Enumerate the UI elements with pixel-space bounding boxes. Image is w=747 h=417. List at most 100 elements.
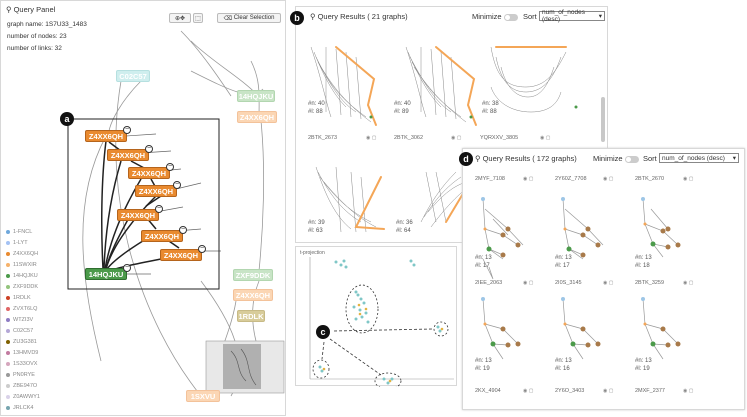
minimize-label: Minimize bbox=[472, 12, 502, 21]
result-b-card-3-name: YQRXXV_3805 bbox=[480, 135, 519, 141]
legend-dot bbox=[6, 252, 10, 256]
collapse-icon[interactable]: − bbox=[179, 226, 187, 234]
query-panel-title: ⚲ Query Panel bbox=[6, 5, 56, 14]
select-tool-button[interactable]: ⬚ bbox=[193, 13, 203, 23]
minimize-toggle[interactable] bbox=[625, 156, 639, 163]
clear-selection-button[interactable]: ⌫ Clear Selection bbox=[217, 13, 281, 23]
node-14hqjku[interactable]: 14HQJKU bbox=[85, 268, 127, 280]
result-b-card-1-stats: #n: 40#l: 88 bbox=[308, 101, 325, 115]
legend-item[interactable]: ZU3G381 bbox=[6, 339, 37, 345]
node-c02c57[interactable]: C02C57 bbox=[116, 70, 150, 82]
legend-item[interactable]: WTZI3V bbox=[6, 317, 33, 323]
collapse-icon[interactable]: − bbox=[123, 264, 131, 272]
node-z4xx6qh-5[interactable]: Z4XX6QH bbox=[117, 209, 159, 221]
sort-select[interactable]: num_of_nodes (desc)▾ bbox=[539, 9, 605, 23]
sort-label: Sort bbox=[523, 12, 537, 21]
card-controls[interactable]: ◉ ▢ bbox=[523, 388, 534, 394]
collapse-icon[interactable]: − bbox=[145, 145, 153, 153]
minimize-toggle[interactable] bbox=[504, 14, 518, 21]
result-d-card-9-name: 2MXF_2377 bbox=[635, 388, 665, 394]
result-d-card-8-name: 2Y6O_3403 bbox=[555, 388, 585, 394]
result-d-card-2-name: 2Y60Z_7708 bbox=[555, 176, 587, 182]
legend-item[interactable]: ZBE947O bbox=[6, 383, 37, 389]
result-d-card-4-stats: #n: 13#l: 19 bbox=[475, 358, 492, 372]
result-d-card-5-stats: #n: 13#l: 16 bbox=[555, 358, 572, 372]
query-panel: ⚲ Query Panel graph name: 1S7U33_1483 nu… bbox=[0, 0, 286, 416]
legend-dot bbox=[6, 373, 10, 377]
card-controls[interactable]: ◉ ▢ bbox=[603, 176, 614, 182]
search-icon: ⚲ bbox=[6, 5, 12, 14]
search-icon: ⚲ bbox=[475, 154, 481, 163]
query-results-panel-d: ⚲ Query Results ( 172 graphs) Minimize S… bbox=[459, 148, 745, 410]
node-z4xx6qh-4[interactable]: Z4XX6QH bbox=[135, 185, 177, 197]
chevron-down-icon: ▾ bbox=[598, 13, 602, 20]
result-d-card-5-name: 2I0S_3145 bbox=[555, 280, 582, 286]
legend-dot bbox=[6, 230, 10, 234]
node-14hqjku-context[interactable]: 14HQJKU bbox=[237, 90, 275, 102]
card-controls[interactable]: ◉ ▢ bbox=[683, 176, 694, 182]
node-z4xx6qh-6[interactable]: Z4XX6QH bbox=[141, 230, 183, 242]
card-controls[interactable]: ◉ ▢ bbox=[451, 135, 462, 141]
result-b-card-5-stats: #n: 36#l: 64 bbox=[396, 220, 413, 234]
card-controls[interactable]: ◉ ▢ bbox=[523, 176, 534, 182]
card-controls[interactable]: ◉ ▢ bbox=[540, 135, 551, 141]
legend-item[interactable]: 14HQJKU bbox=[6, 273, 38, 279]
label-c-badge: c bbox=[316, 325, 330, 339]
legend-dot bbox=[6, 263, 10, 267]
legend-item[interactable]: ZXF9DDK bbox=[6, 284, 38, 290]
legend-item[interactable]: JRLCK4 bbox=[6, 405, 33, 411]
card-controls[interactable]: ◉ ▢ bbox=[366, 135, 377, 141]
result-d-thumbnails bbox=[481, 197, 681, 360]
node-zxf9ddk-context[interactable]: ZXF9DDK bbox=[233, 269, 273, 281]
node-z4xx6qh-3[interactable]: Z4XX6QH bbox=[128, 167, 170, 179]
eraser-icon: ⌫ bbox=[223, 15, 233, 22]
node-z4xx6qh-context[interactable]: Z4XX6QH bbox=[237, 111, 277, 123]
node-1sxvu-context[interactable]: 1SXVU bbox=[186, 390, 220, 402]
card-controls[interactable]: ◉ ▢ bbox=[683, 388, 694, 394]
legend-dot bbox=[6, 384, 10, 388]
projection-panel: t-projection c bbox=[295, 246, 458, 387]
legend-item[interactable]: 11SWXIR bbox=[6, 262, 37, 268]
legend-item[interactable]: Z0AWWY1 bbox=[6, 394, 40, 400]
collapse-icon[interactable]: − bbox=[198, 245, 206, 253]
legend-item[interactable]: 13HMVD9 bbox=[6, 350, 38, 356]
projection-label: t-projection bbox=[300, 250, 325, 256]
node-z4xx6qh-context-2[interactable]: Z4XX6QH bbox=[233, 289, 273, 301]
card-controls[interactable]: ◉ ▢ bbox=[603, 388, 614, 394]
card-controls[interactable]: ◉ ▢ bbox=[603, 280, 614, 286]
num-nodes: number of nodes: 23 bbox=[7, 33, 67, 40]
legend-item[interactable]: 1-FNCL bbox=[6, 229, 32, 235]
legend-item[interactable]: PN0RYE bbox=[6, 372, 35, 378]
result-d-card-7-name: 2KX_4904 bbox=[475, 388, 501, 394]
result-b-card-2-name: 2BTK_3062 bbox=[394, 135, 424, 141]
result-d-card-1-stats: #n: 13#l: 17 bbox=[475, 255, 492, 269]
collapse-icon[interactable]: − bbox=[155, 205, 163, 213]
zoom-tool-button[interactable]: ⊕✥ bbox=[169, 13, 191, 23]
projection-scatter[interactable] bbox=[296, 247, 458, 387]
node-z4xx6qh-7[interactable]: Z4XX6QH bbox=[160, 249, 202, 261]
node-1rdlk-context[interactable]: 1RDLK bbox=[237, 310, 265, 322]
result-b-card-4-stats: #n: 39#l: 63 bbox=[308, 220, 325, 234]
node-z4xx6qh-1[interactable]: Z4XX6QH bbox=[85, 130, 127, 142]
card-controls[interactable]: ◉ ▢ bbox=[683, 280, 694, 286]
search-icon: ⚲ bbox=[310, 12, 316, 21]
result-b-card-2-stats: #n: 40#l: 89 bbox=[394, 101, 411, 115]
legend-item[interactable]: 1RDLK bbox=[6, 295, 31, 301]
result-d-card-3-name: 2BTK_2670 bbox=[635, 176, 665, 182]
chevron-down-icon: ▾ bbox=[732, 155, 736, 162]
num-links: number of links: 32 bbox=[7, 45, 62, 52]
collapse-icon[interactable]: − bbox=[123, 126, 131, 134]
legend-item[interactable]: C02C57 bbox=[6, 328, 33, 334]
collapse-icon[interactable]: − bbox=[173, 181, 181, 189]
sort-select[interactable]: num_of_nodes (desc)▾ bbox=[659, 153, 739, 163]
results-b-scrollbar[interactable] bbox=[601, 97, 605, 142]
node-z4xx6qh-2[interactable]: Z4XX6QH bbox=[107, 149, 149, 161]
legend-item[interactable]: Z4XX6QH bbox=[6, 251, 38, 257]
card-controls[interactable]: ◉ ▢ bbox=[523, 280, 534, 286]
legend-item[interactable]: ZVXT6LQ bbox=[6, 306, 37, 312]
collapse-icon[interactable]: − bbox=[166, 163, 174, 171]
label-d-badge: d bbox=[459, 152, 473, 166]
legend-item[interactable]: 1S33OVX bbox=[6, 361, 37, 367]
legend-dot bbox=[6, 274, 10, 278]
legend-item[interactable]: 1-LYT bbox=[6, 240, 28, 246]
